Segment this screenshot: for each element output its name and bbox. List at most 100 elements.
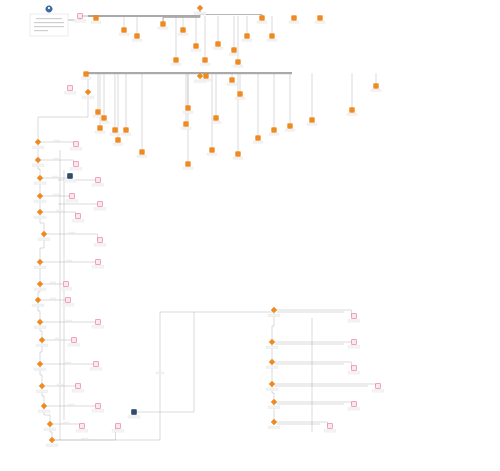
system-icon[interactable]: [131, 409, 137, 415]
task-label: [98, 120, 110, 124]
intermediate-event-icon[interactable]: [73, 141, 79, 147]
exclusive-gateway-icon[interactable]: [38, 382, 46, 390]
exclusive-gateway-icon[interactable]: [84, 88, 92, 96]
intermediate-event-icon[interactable]: [75, 213, 81, 219]
service-task-icon[interactable]: [93, 15, 99, 21]
intermediate-event-icon[interactable]: [63, 281, 69, 287]
service-task-icon[interactable]: [209, 147, 215, 153]
service-task-icon[interactable]: [317, 15, 323, 21]
exclusive-gateway-icon[interactable]: [38, 336, 46, 344]
service-task-icon[interactable]: [134, 33, 140, 39]
service-task-icon[interactable]: [180, 27, 186, 33]
intermediate-event-icon[interactable]: [67, 85, 73, 91]
intermediate-event-icon[interactable]: [93, 361, 99, 367]
service-task-icon[interactable]: [291, 15, 297, 21]
exclusive-gateway-icon[interactable]: [40, 402, 48, 410]
service-task-icon[interactable]: [83, 71, 89, 77]
exclusive-gateway-icon[interactable]: [48, 436, 56, 444]
service-task-icon[interactable]: [97, 125, 103, 131]
exclusive-gateway-icon[interactable]: [34, 296, 42, 304]
exclusive-gateway-icon[interactable]: [36, 192, 44, 200]
intermediate-event-icon[interactable]: [79, 423, 85, 429]
start-event-group[interactable]: [29, 5, 69, 37]
exclusive-gateway-icon[interactable]: [36, 258, 44, 266]
exclusive-gateway-icon[interactable]: [36, 280, 44, 288]
exclusive-gateway-icon[interactable]: [270, 306, 278, 314]
intermediate-event-icon[interactable]: [351, 339, 357, 345]
exclusive-gateway-icon[interactable]: [34, 138, 42, 146]
intermediate-event-icon[interactable]: [95, 403, 101, 409]
exclusive-gateway-icon[interactable]: [270, 398, 278, 406]
service-task-icon[interactable]: [121, 27, 127, 33]
service-task-icon[interactable]: [215, 41, 221, 47]
service-task-icon[interactable]: [213, 115, 219, 121]
service-task-icon[interactable]: [185, 105, 191, 111]
service-task-icon[interactable]: [349, 107, 355, 113]
exclusive-gateway-icon[interactable]: [36, 174, 44, 182]
intermediate-event-icon[interactable]: [327, 423, 333, 429]
exclusive-gateway-icon[interactable]: [36, 318, 44, 326]
intermediate-event-icon[interactable]: [95, 259, 101, 265]
intermediate-event-icon[interactable]: [97, 201, 103, 207]
service-task-icon[interactable]: [269, 33, 275, 39]
exclusive-gateway-icon[interactable]: [196, 4, 204, 12]
service-task-icon[interactable]: [237, 91, 243, 97]
service-task-icon[interactable]: [193, 43, 199, 49]
intermediate-event-icon[interactable]: [95, 177, 101, 183]
intermediate-event-icon[interactable]: [69, 193, 75, 199]
service-task-icon[interactable]: [229, 77, 235, 83]
intermediate-event-icon[interactable]: [75, 383, 81, 389]
service-task-icon[interactable]: [235, 151, 241, 157]
exclusive-gateway-icon[interactable]: [36, 360, 44, 368]
exclusive-gateway-icon[interactable]: [268, 358, 276, 366]
service-task-icon[interactable]: [185, 161, 191, 167]
service-task-icon[interactable]: [203, 73, 209, 79]
service-task-icon[interactable]: [244, 33, 250, 39]
intermediate-event-icon[interactable]: [115, 423, 121, 429]
service-task-icon[interactable]: [309, 117, 315, 123]
exclusive-gateway-icon[interactable]: [196, 72, 204, 80]
event-label: [71, 219, 85, 223]
service-task-icon[interactable]: [95, 109, 101, 115]
event-label: [65, 199, 79, 203]
exclusive-gateway-icon[interactable]: [34, 156, 42, 164]
service-task-icon[interactable]: [271, 127, 277, 133]
system-icon[interactable]: [67, 173, 73, 179]
service-task-icon[interactable]: [160, 21, 166, 27]
intermediate-event-icon[interactable]: [351, 365, 357, 371]
service-task-icon[interactable]: [115, 137, 121, 143]
service-task-icon[interactable]: [123, 127, 129, 133]
intermediate-event-icon[interactable]: [73, 161, 79, 167]
intermediate-event-icon[interactable]: [351, 401, 357, 407]
service-task-icon[interactable]: [202, 57, 208, 63]
intermediate-event-icon[interactable]: [71, 337, 77, 343]
service-task-icon[interactable]: [173, 57, 179, 63]
service-task-icon[interactable]: [139, 149, 145, 155]
service-task-icon[interactable]: [183, 121, 189, 127]
intermediate-event-icon[interactable]: [351, 313, 357, 319]
exclusive-gateway-icon[interactable]: [268, 338, 276, 346]
intermediate-event-icon[interactable]: [375, 383, 381, 389]
exclusive-gateway-icon[interactable]: [270, 418, 278, 426]
gateway-label: [33, 265, 47, 269]
gateway-label: [31, 163, 45, 167]
service-task-icon[interactable]: [259, 15, 265, 21]
intermediate-event-icon[interactable]: [77, 13, 83, 19]
intermediate-event-icon[interactable]: [65, 297, 71, 303]
service-task-icon[interactable]: [255, 135, 261, 141]
service-task-icon[interactable]: [112, 127, 118, 133]
service-task-icon[interactable]: [235, 59, 241, 65]
task-label: [232, 156, 244, 160]
service-task-icon[interactable]: [231, 47, 237, 53]
service-task-icon[interactable]: [101, 115, 107, 121]
intermediate-event-icon[interactable]: [97, 237, 103, 243]
exclusive-gateway-icon[interactable]: [46, 420, 54, 428]
service-task-icon[interactable]: [287, 123, 293, 129]
service-task-icon[interactable]: [373, 83, 379, 89]
exclusive-gateway-icon[interactable]: [268, 380, 276, 388]
exclusive-gateway-icon[interactable]: [36, 208, 44, 216]
task-label: [226, 82, 238, 86]
exclusive-gateway-icon[interactable]: [40, 230, 48, 238]
intermediate-event-icon[interactable]: [95, 319, 101, 325]
